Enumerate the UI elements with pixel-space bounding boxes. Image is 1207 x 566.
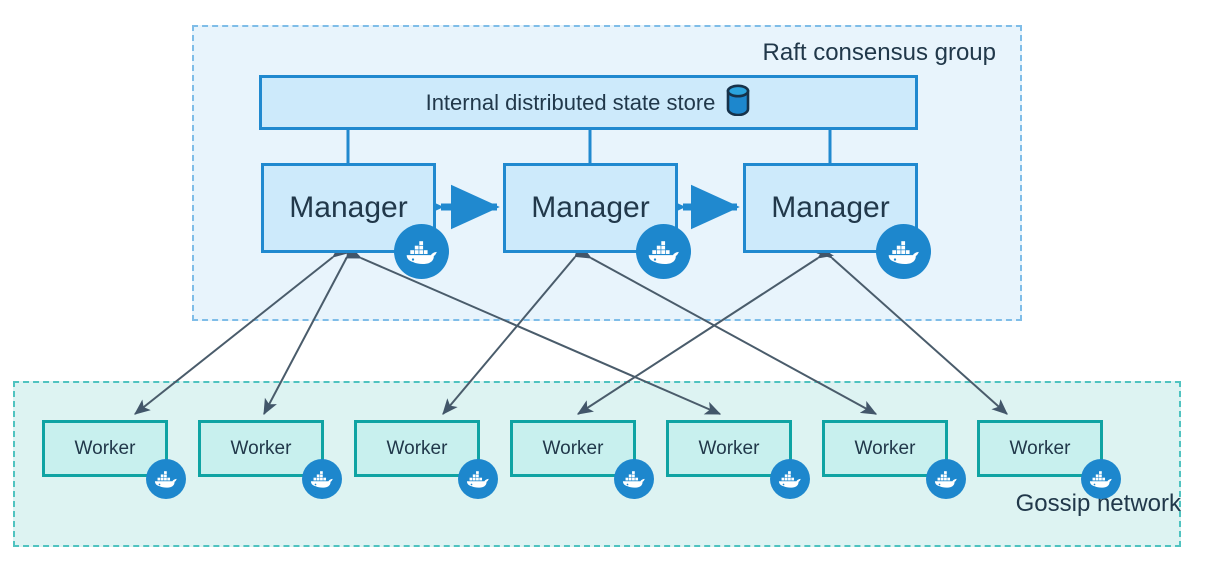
docker-whale-icon — [926, 459, 966, 499]
gossip-network-label: Gossip network — [1015, 490, 1181, 517]
internal-distributed-state-store[interactable]: Internal distributed state store — [259, 75, 918, 130]
worker-node-2[interactable]: Worker — [198, 420, 324, 477]
worker-label: Worker — [854, 437, 916, 459]
database-cylinder-icon — [725, 84, 751, 121]
worker-label: Worker — [698, 437, 760, 459]
worker-label: Worker — [1009, 437, 1071, 459]
manager-label: Manager — [771, 191, 890, 224]
worker-node-1[interactable]: Worker — [42, 420, 168, 477]
docker-whale-icon — [636, 224, 691, 279]
worker-label: Worker — [386, 437, 448, 459]
worker-node-5[interactable]: Worker — [666, 420, 792, 477]
docker-whale-icon — [1081, 459, 1121, 499]
state-store-label: Internal distributed state store — [425, 89, 716, 115]
worker-label: Worker — [230, 437, 292, 459]
docker-whale-icon — [770, 459, 810, 499]
manager-label: Manager — [289, 191, 408, 224]
worker-label: Worker — [74, 437, 136, 459]
store-to-manager-connectors — [346, 130, 832, 163]
manager-worker-connectors — [134, 240, 1008, 416]
docker-whale-icon — [876, 224, 931, 279]
worker-label: Worker — [542, 437, 604, 459]
manager-label: Manager — [531, 191, 650, 224]
worker-node-6[interactable]: Worker — [822, 420, 948, 477]
raft-consensus-group-label: Raft consensus group — [762, 39, 996, 66]
docker-whale-icon — [302, 459, 342, 499]
worker-node-4[interactable]: Worker — [510, 420, 636, 477]
worker-node-7[interactable]: Worker — [977, 420, 1103, 477]
docker-whale-icon — [614, 459, 654, 499]
docker-whale-icon — [458, 459, 498, 499]
docker-whale-icon — [394, 224, 449, 279]
worker-node-3[interactable]: Worker — [354, 420, 480, 477]
docker-whale-icon — [146, 459, 186, 499]
